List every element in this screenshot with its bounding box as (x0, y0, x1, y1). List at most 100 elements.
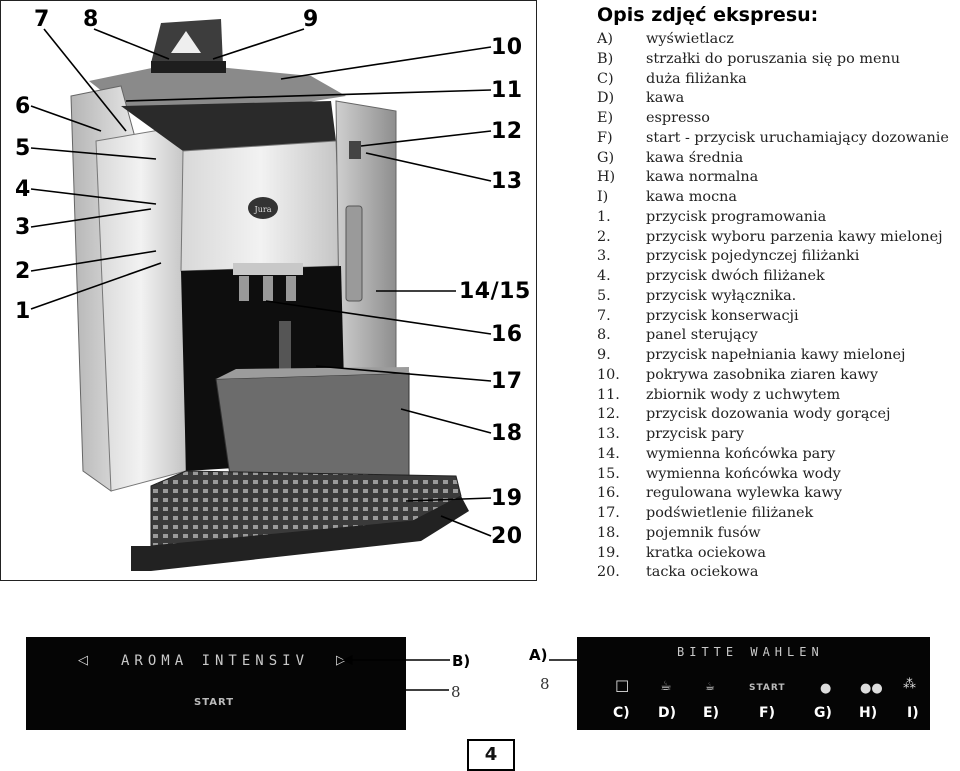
description-item-key: A) (597, 31, 614, 47)
display-text-left: AROMA INTENSIV (121, 653, 310, 669)
description-item: F) start - przycisk uruchamiający dozowan… (597, 129, 949, 149)
description-item: A) wyświetlacz (597, 30, 949, 50)
description-item: 12.przycisk dozowania wody gorącej (597, 405, 949, 425)
label-d: D) (658, 705, 677, 721)
description-item-key: 8. (597, 327, 611, 344)
description-item: D) kawa (597, 89, 949, 109)
description-item: E)espresso (597, 109, 949, 129)
description-item-text: kratka ociekowa (646, 544, 766, 561)
label-8-left: 8 (451, 683, 461, 701)
description-item-text: wymienna końcówka pary (646, 445, 836, 462)
control-panel-right: BITTE WAHLEN ☐ ☕ ☕ START ● ●● ⁂ C) D) E)… (577, 637, 930, 730)
display-text-right: BITTE WAHLEN (677, 645, 824, 659)
espresso-cup-icon[interactable]: ☕ (705, 680, 715, 693)
description-item-text: strzałki do poruszania się po menu (646, 50, 901, 67)
callout-8: 8 (83, 7, 99, 32)
callout-16: 16 (491, 322, 523, 347)
description-item: 10. pokrywa zasobnika ziaren kawy (597, 366, 949, 386)
normal-bean-icon[interactable]: ●● (860, 681, 883, 696)
description-item-key: 1. (597, 208, 611, 225)
description-item: 5. przycisk wyłącznika. (597, 287, 949, 307)
description-item-text: podświetlenie filiżanek (646, 505, 814, 521)
description-item: H) kawa normalna (597, 168, 949, 188)
description-item-key: 16. (597, 485, 620, 502)
label-f: F) (759, 705, 775, 721)
description-item-key: H) (597, 169, 616, 186)
description-item-key: 7. (597, 307, 611, 324)
description-item: 13. przycisk pary (597, 425, 949, 445)
large-cup-icon[interactable]: ☐ (615, 677, 630, 696)
label-e: E) (703, 705, 719, 721)
description-item-key: 11. (597, 386, 620, 403)
description-item-text: kawa średnia (646, 149, 744, 166)
callout-1: 1 (15, 299, 31, 324)
description-item: 1.przycisk programowania (597, 208, 949, 228)
callout-4: 4 (15, 177, 31, 202)
description-item-key: 14. (597, 445, 620, 462)
description-title: Opis zdjęć ekspresu: (597, 4, 819, 26)
arrow-left-icon[interactable]: ◁ (78, 653, 88, 668)
description-item-key: B) (597, 50, 614, 67)
description-item: G) kawa średnia (597, 149, 949, 169)
callout-13: 13 (491, 169, 523, 194)
page-number: 4 (467, 739, 515, 771)
control-panel-left: ◁ AROMA INTENSIV ▷ START (26, 637, 406, 730)
cup-icon[interactable]: ☕ (660, 679, 672, 694)
description-item: 20.tacka ociekowa (597, 563, 949, 583)
description-item: 9.przycisk napełniania kawy mielonej (597, 346, 949, 366)
description-item-key: F) (597, 129, 613, 146)
description-item: B) strzałki do poruszania się po menu (597, 50, 949, 70)
callout-12: 12 (491, 119, 523, 144)
start-button-left[interactable]: START (194, 697, 235, 708)
description-item-text: wyświetlacz (646, 31, 734, 47)
description-item: I)kawa mocna (597, 188, 949, 208)
description-item-key: 10. (597, 366, 620, 383)
description-item-text: przycisk konserwacji (646, 307, 799, 324)
description-item-key: 2. (597, 228, 611, 245)
description-item: 7. przycisk konserwacji (597, 307, 949, 327)
description-item-key: 5. (597, 287, 611, 304)
mild-bean-icon[interactable]: ● (820, 681, 832, 696)
callout-18: 18 (491, 421, 523, 446)
start-button-right[interactable]: START (749, 683, 786, 693)
description-item: 14. wymienna końcówka pary (597, 445, 949, 465)
description-item-text: kawa (646, 90, 685, 107)
description-item: 15. wymienna końcówka wody (597, 465, 949, 485)
description-item-key: D) (597, 90, 615, 107)
description-item-key: C) (597, 70, 614, 87)
description-item-key: 17. (597, 505, 620, 521)
description-item-text: kawa normalna (646, 169, 759, 186)
callout-6: 6 (15, 94, 31, 119)
description-item: 3.przycisk pojedynczej filiżanki (597, 247, 949, 267)
description-item-text: przycisk wyłącznika. (646, 287, 797, 304)
description-item-text: regulowana wylewka kawy (646, 485, 842, 502)
description-item-text: start - przycisk uruchamiający dozowanie (646, 129, 949, 146)
description-item-key: 3. (597, 248, 611, 265)
description-item-text: tacka ociekowa (646, 564, 759, 581)
description-item-text: przycisk wyboru parzenia kawy mielonej (646, 228, 943, 245)
description-item-text: wymienna końcówka wody (646, 465, 841, 482)
callout-10: 10 (491, 35, 523, 60)
description-item-text: pokrywa zasobnika ziaren kawy (646, 366, 878, 383)
description-item-key: 13. (597, 426, 620, 442)
label-i: I) (907, 705, 919, 721)
description-item-key: E) (597, 110, 614, 126)
description-item-text: przycisk pary (646, 426, 744, 442)
coffee-machine-drawing: Jura (30, 19, 492, 571)
description-item-text: przycisk napełniania kawy mielonej (646, 347, 906, 363)
label-b: B) (452, 652, 471, 670)
description-item: 4.przycisk dwóch filiżanek (597, 267, 949, 287)
description-item-key: G) (597, 149, 615, 166)
callout-17: 17 (491, 369, 523, 394)
callout-7: 7 (34, 7, 50, 32)
description-item-key: 15. (597, 465, 620, 482)
description-item: 2. przycisk wyboru parzenia kawy mielonej (597, 228, 949, 248)
callout-14-15: 14/15 (459, 279, 531, 304)
description-item: 19.kratka ociekowa (597, 544, 949, 564)
description-item-text: kawa mocna (646, 189, 737, 205)
arrow-right-icon[interactable]: ▷ (336, 653, 346, 668)
description-item: 18.pojemnik fusów (597, 524, 949, 544)
callout-19: 19 (491, 486, 523, 511)
description-item-text: duża filiżanka (646, 70, 747, 87)
strong-bean-icon[interactable]: ⁂ (903, 677, 916, 692)
